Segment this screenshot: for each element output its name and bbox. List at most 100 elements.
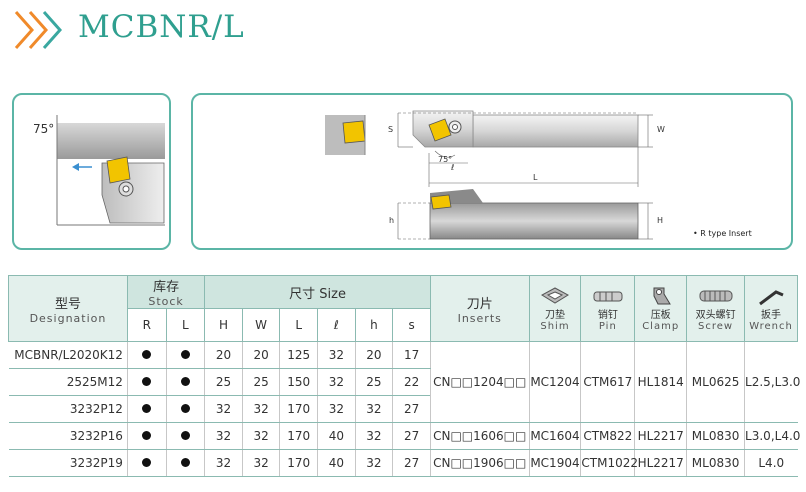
dim-l-label: L: [533, 173, 538, 182]
stock-en: Stock: [148, 295, 184, 308]
designation-header: 型号 Designation: [8, 275, 128, 342]
shim-cn: 刀垫: [544, 309, 565, 321]
size-ell-cell: 32: [317, 395, 356, 423]
size-s-cell: 27: [392, 395, 431, 423]
size-L-cell: 170: [279, 395, 318, 423]
in-stock-dot-icon: [180, 350, 190, 359]
size-H-cell: 32: [204, 395, 243, 423]
clamp-en: Clamp: [642, 320, 680, 332]
size-col-ell: ℓ: [317, 308, 356, 342]
size-ell-cell: 32: [317, 368, 356, 396]
size-H-cell: 20: [204, 341, 243, 369]
clamp-header: 压板 Clamp: [634, 275, 688, 342]
dim-s-label: S: [388, 125, 394, 134]
insert-cell: CN□□1204□□: [429, 341, 530, 423]
size-h-cell: 32: [354, 449, 393, 477]
pin-cn: 销钉: [597, 309, 618, 321]
ell-label: ℓ: [451, 163, 455, 172]
dim-H-label: H: [657, 216, 664, 225]
size-H-cell: 25: [204, 368, 243, 396]
screw-cn: 双头螺钉: [695, 309, 736, 321]
stock-l-cell: [165, 341, 205, 369]
model-cell: 2525M12: [8, 368, 128, 396]
inserts-header: 刀片 Inserts: [429, 275, 530, 342]
screw-cell: ML0830: [686, 449, 745, 477]
size-s-cell: 27: [392, 422, 431, 450]
angle-label: 75°: [33, 122, 55, 136]
insert-note: • R type Insert: [693, 229, 752, 238]
size-H-cell: 32: [204, 449, 243, 477]
wrench-icon: [759, 289, 784, 305]
clamp-cell: HL2217: [634, 422, 687, 450]
shim-en: Shim: [540, 320, 570, 332]
size-ell-cell: 40: [317, 449, 356, 477]
pin-icon: [593, 291, 623, 301]
wrench-cell: L4.0: [744, 449, 798, 477]
screw-header: 双头螺钉 Screw: [686, 275, 746, 342]
size-col-L: L: [279, 308, 319, 342]
stock-r-cell: [126, 449, 167, 477]
in-stock-dot-icon: [142, 431, 152, 440]
angle-detail-panel: 75°: [12, 93, 171, 250]
size-s-cell: 27: [392, 449, 431, 477]
insert-cell: CN□□1606□□: [429, 422, 530, 450]
size-W-cell: 32: [241, 422, 280, 450]
clamp-cn: 压板: [650, 309, 671, 321]
header-row-1: 型号 Designation 库存 Stock 尺寸 Size 刀片 Inser…: [8, 275, 798, 342]
pin-en: Pin: [598, 320, 617, 332]
wrench-cell: L2.5,L3.0: [744, 341, 800, 423]
size-W-cell: 20: [241, 341, 280, 369]
size-W-cell: 32: [241, 395, 280, 423]
model-cell: MCBNR/L2020K12: [8, 341, 128, 369]
size-header: 尺寸 Size: [204, 275, 431, 309]
table-row: 3232P16 32 32 170 40 32 27 CN□□1606□□ MC…: [8, 422, 800, 450]
shim-cell: MC1604: [528, 422, 581, 450]
size-L-cell: 150: [279, 368, 318, 396]
inserts-en: Inserts: [457, 311, 502, 325]
screw-cell: ML0830: [686, 422, 745, 450]
in-stock-dot-icon: [180, 377, 190, 386]
size-h-cell: 32: [354, 422, 393, 450]
tool-dimension-drawing: [325, 110, 653, 240]
stock-r-cell: [126, 422, 167, 450]
dim-w-label: W: [657, 125, 665, 134]
inserts-cn: 刀片: [466, 296, 493, 312]
in-stock-dot-icon: [180, 458, 190, 467]
stock-r-cell: [126, 341, 167, 369]
stock-r-cell: [126, 368, 167, 396]
size-col-W: W: [241, 308, 281, 342]
screw-cell: ML0625: [686, 341, 745, 423]
table-row: MCBNR/L2020K12 20 20 125 32 20 17 CN□□12…: [8, 341, 800, 423]
chevron-logo-icon: [14, 11, 63, 49]
angle-small-label: 75°: [438, 155, 453, 164]
shim-icon: [540, 286, 569, 304]
angle-detail-drawing: [56, 115, 165, 226]
size-s-cell: 22: [392, 368, 431, 396]
size-h-cell: 25: [354, 368, 393, 396]
stock-l-cell: [165, 449, 205, 477]
pin-cell: CTM1022: [580, 449, 638, 477]
designation-en: Designation: [29, 311, 107, 325]
stock-l-cell: [165, 395, 205, 423]
screw-icon: [699, 290, 733, 301]
wrench-cn: 扳手: [761, 309, 782, 321]
in-stock-dot-icon: [142, 350, 152, 359]
size-L-cell: 170: [279, 422, 318, 450]
size-ell-cell: 32: [317, 341, 356, 369]
designation-cn: 型号: [54, 296, 81, 312]
size-H-cell: 32: [204, 422, 243, 450]
stock-r-cell: [126, 395, 167, 423]
stock-l-cell: [165, 422, 205, 450]
size-s-cell: 17: [392, 341, 431, 369]
model-cell: 3232P12: [8, 395, 128, 423]
shim-cell: MC1904: [528, 449, 581, 477]
model-cell: 3232P19: [8, 449, 128, 477]
tool-drawing-panel: S W 75° ℓ L h H • R type Insert: [191, 93, 793, 250]
wrench-cell: L3.0,L4.0: [744, 422, 800, 450]
size-col-h: h: [354, 308, 394, 342]
wrench-header: 扳手 Wrench: [744, 275, 798, 342]
in-stock-dot-icon: [142, 404, 152, 413]
insert-cell: CN□□1906□□: [429, 449, 530, 477]
size-h-cell: 20: [354, 341, 393, 369]
size-W-cell: 32: [241, 449, 280, 477]
